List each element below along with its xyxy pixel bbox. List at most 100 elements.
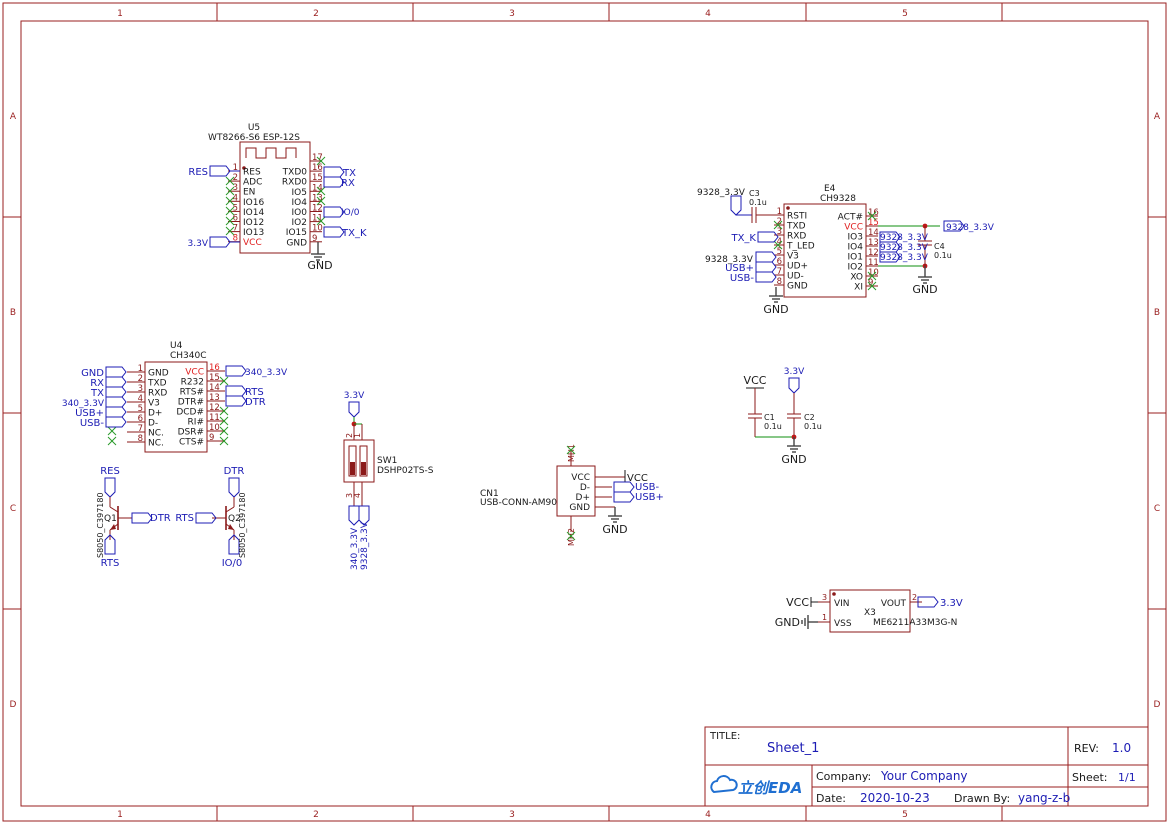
pin-number: 5	[777, 247, 782, 257]
pin-number: 3	[777, 227, 782, 237]
pin-name: TXD	[786, 222, 806, 232]
ground-icon	[608, 507, 622, 523]
pin-name: TXD0	[282, 168, 308, 178]
noconnect-icon	[773, 220, 783, 230]
pin-name: VCC	[844, 223, 863, 233]
c1-ref: C1	[764, 413, 775, 422]
pin-number: 9	[209, 433, 214, 443]
pin-number: 4	[233, 193, 238, 203]
pin-name: NC.	[148, 429, 164, 439]
pin-number: 4	[777, 237, 782, 247]
column-label: 3	[509, 810, 515, 820]
pin-number: 11	[209, 413, 220, 423]
pin-number: 8	[233, 234, 238, 244]
net-flag	[755, 251, 777, 263]
noconnect-icon	[225, 216, 235, 226]
pin-number: 3	[822, 593, 827, 602]
q1-ref: Q1	[104, 514, 117, 524]
c1-value: 0.1u	[764, 422, 782, 431]
pin-name: VCC	[243, 238, 262, 248]
column-label: 1	[117, 9, 123, 19]
pin-name: UD+	[787, 262, 808, 272]
u4-value: CH340C	[170, 351, 207, 361]
net-label: 3.3V	[344, 391, 365, 401]
pin-name: IO3	[848, 233, 863, 243]
pin-name: GND	[286, 238, 307, 248]
pin-name: EN	[243, 188, 255, 198]
net-flag	[323, 226, 345, 238]
x3-ref: X3	[864, 608, 876, 618]
pin-name: V3	[148, 399, 160, 409]
net-label: GND	[763, 303, 788, 316]
noconnect-icon	[219, 406, 229, 416]
row-label: C	[10, 504, 16, 514]
pin-name: IO14	[243, 208, 264, 218]
net-label: USB-	[730, 273, 755, 284]
net-label: USB+	[635, 492, 664, 503]
e4-value: CH9328	[820, 194, 856, 204]
noconnect-icon	[867, 271, 877, 281]
noconnect-icon	[225, 206, 235, 216]
column-label: 4	[705, 810, 711, 820]
noconnect-icon	[219, 436, 229, 446]
title-block: TITLE: Sheet_1 REV: 1.0 Company: Your Co…	[704, 726, 1149, 807]
net-label: 9328_3.3V	[705, 255, 754, 265]
q2-value: S8050_C397180	[238, 492, 247, 558]
u5-nets: RES 3.3V TX RX IO/0 TX_K GND	[188, 165, 367, 272]
x3-ldo-regulator[interactable]: 3 1 2 VIN VSS VOUT X3 ME6211A33M3G-N VCC…	[775, 589, 963, 633]
pin-number: 2	[912, 593, 917, 602]
pin-name: R232	[181, 378, 204, 388]
net-label: USB+	[725, 263, 754, 274]
net-label: USB-	[80, 418, 105, 429]
net-flag	[879, 231, 901, 243]
net-label: DTR	[150, 513, 171, 524]
e4-body	[783, 203, 867, 298]
cn1-value: USB-CONN-AM90	[480, 498, 557, 508]
pin-number: 6	[777, 257, 782, 267]
cn1-usb-connector[interactable]: MH1 VCC D- D+ GND MH2 VCC USB- USB+ GND …	[480, 444, 664, 546]
q1-transistor[interactable]: RES DTR RTS Q1 S8050_C397180	[96, 466, 171, 569]
pin-name: D+	[148, 409, 162, 419]
net-label: RTS	[101, 558, 120, 569]
pin-name: IO12	[243, 218, 264, 228]
q2-transistor[interactable]: DTR RTS IO/0 Q2 S8050_C397180	[175, 466, 247, 569]
pin-name: ADC	[243, 178, 262, 188]
pin-name: RSTI	[787, 212, 807, 222]
net-label: 9328_3.3V	[946, 223, 995, 233]
u4-nets: GND RX TX 340_3.3V USB+ USB- 340_3.3V RT…	[62, 365, 288, 429]
x3-value: ME6211A33M3G-N	[873, 618, 957, 628]
pin-name: T_LED	[786, 242, 815, 252]
pin-name: XO	[850, 273, 863, 283]
lceda-logo: 立创EDA	[710, 775, 802, 797]
noconnect-icon	[219, 416, 229, 426]
pin-name: IO4	[292, 198, 308, 208]
sheet-number: 1/1	[1118, 771, 1136, 784]
noconnect-icon	[316, 196, 326, 206]
pin-number: 15	[209, 373, 220, 383]
net-label: 340_3.3V	[245, 368, 288, 378]
noconnect-icon	[867, 211, 877, 221]
net-label: GND	[81, 368, 104, 379]
column-label: 1	[117, 810, 123, 820]
net-label: IO/0	[341, 208, 360, 218]
pin-name: RTS#	[180, 388, 204, 398]
row-label: A	[10, 112, 17, 122]
net-label: TX_K	[730, 233, 756, 244]
pin-name: ACT#	[838, 213, 863, 223]
sw1-dip-switch[interactable]: 3.3V 2 1 3 4 340_3.3V 9328_3.3V SW1 DSHP…	[343, 391, 434, 570]
c1-c2-decoupling[interactable]: VCC C1 0.1u 3.3V C2 0.1u GND	[744, 367, 822, 466]
noconnect-icon	[316, 186, 326, 196]
e4-right-wiring	[878, 225, 940, 267]
pin-number: 4	[138, 394, 143, 404]
pin-number: 2	[233, 173, 238, 183]
pin-number: 11	[868, 258, 879, 268]
row-label: D	[1154, 700, 1161, 710]
u5-value: WT8266-S6 ESP-12S	[208, 133, 300, 143]
net-label: 3.3V	[188, 239, 209, 249]
company-label: Company:	[816, 770, 871, 783]
sw1-ref: SW1	[377, 456, 397, 466]
